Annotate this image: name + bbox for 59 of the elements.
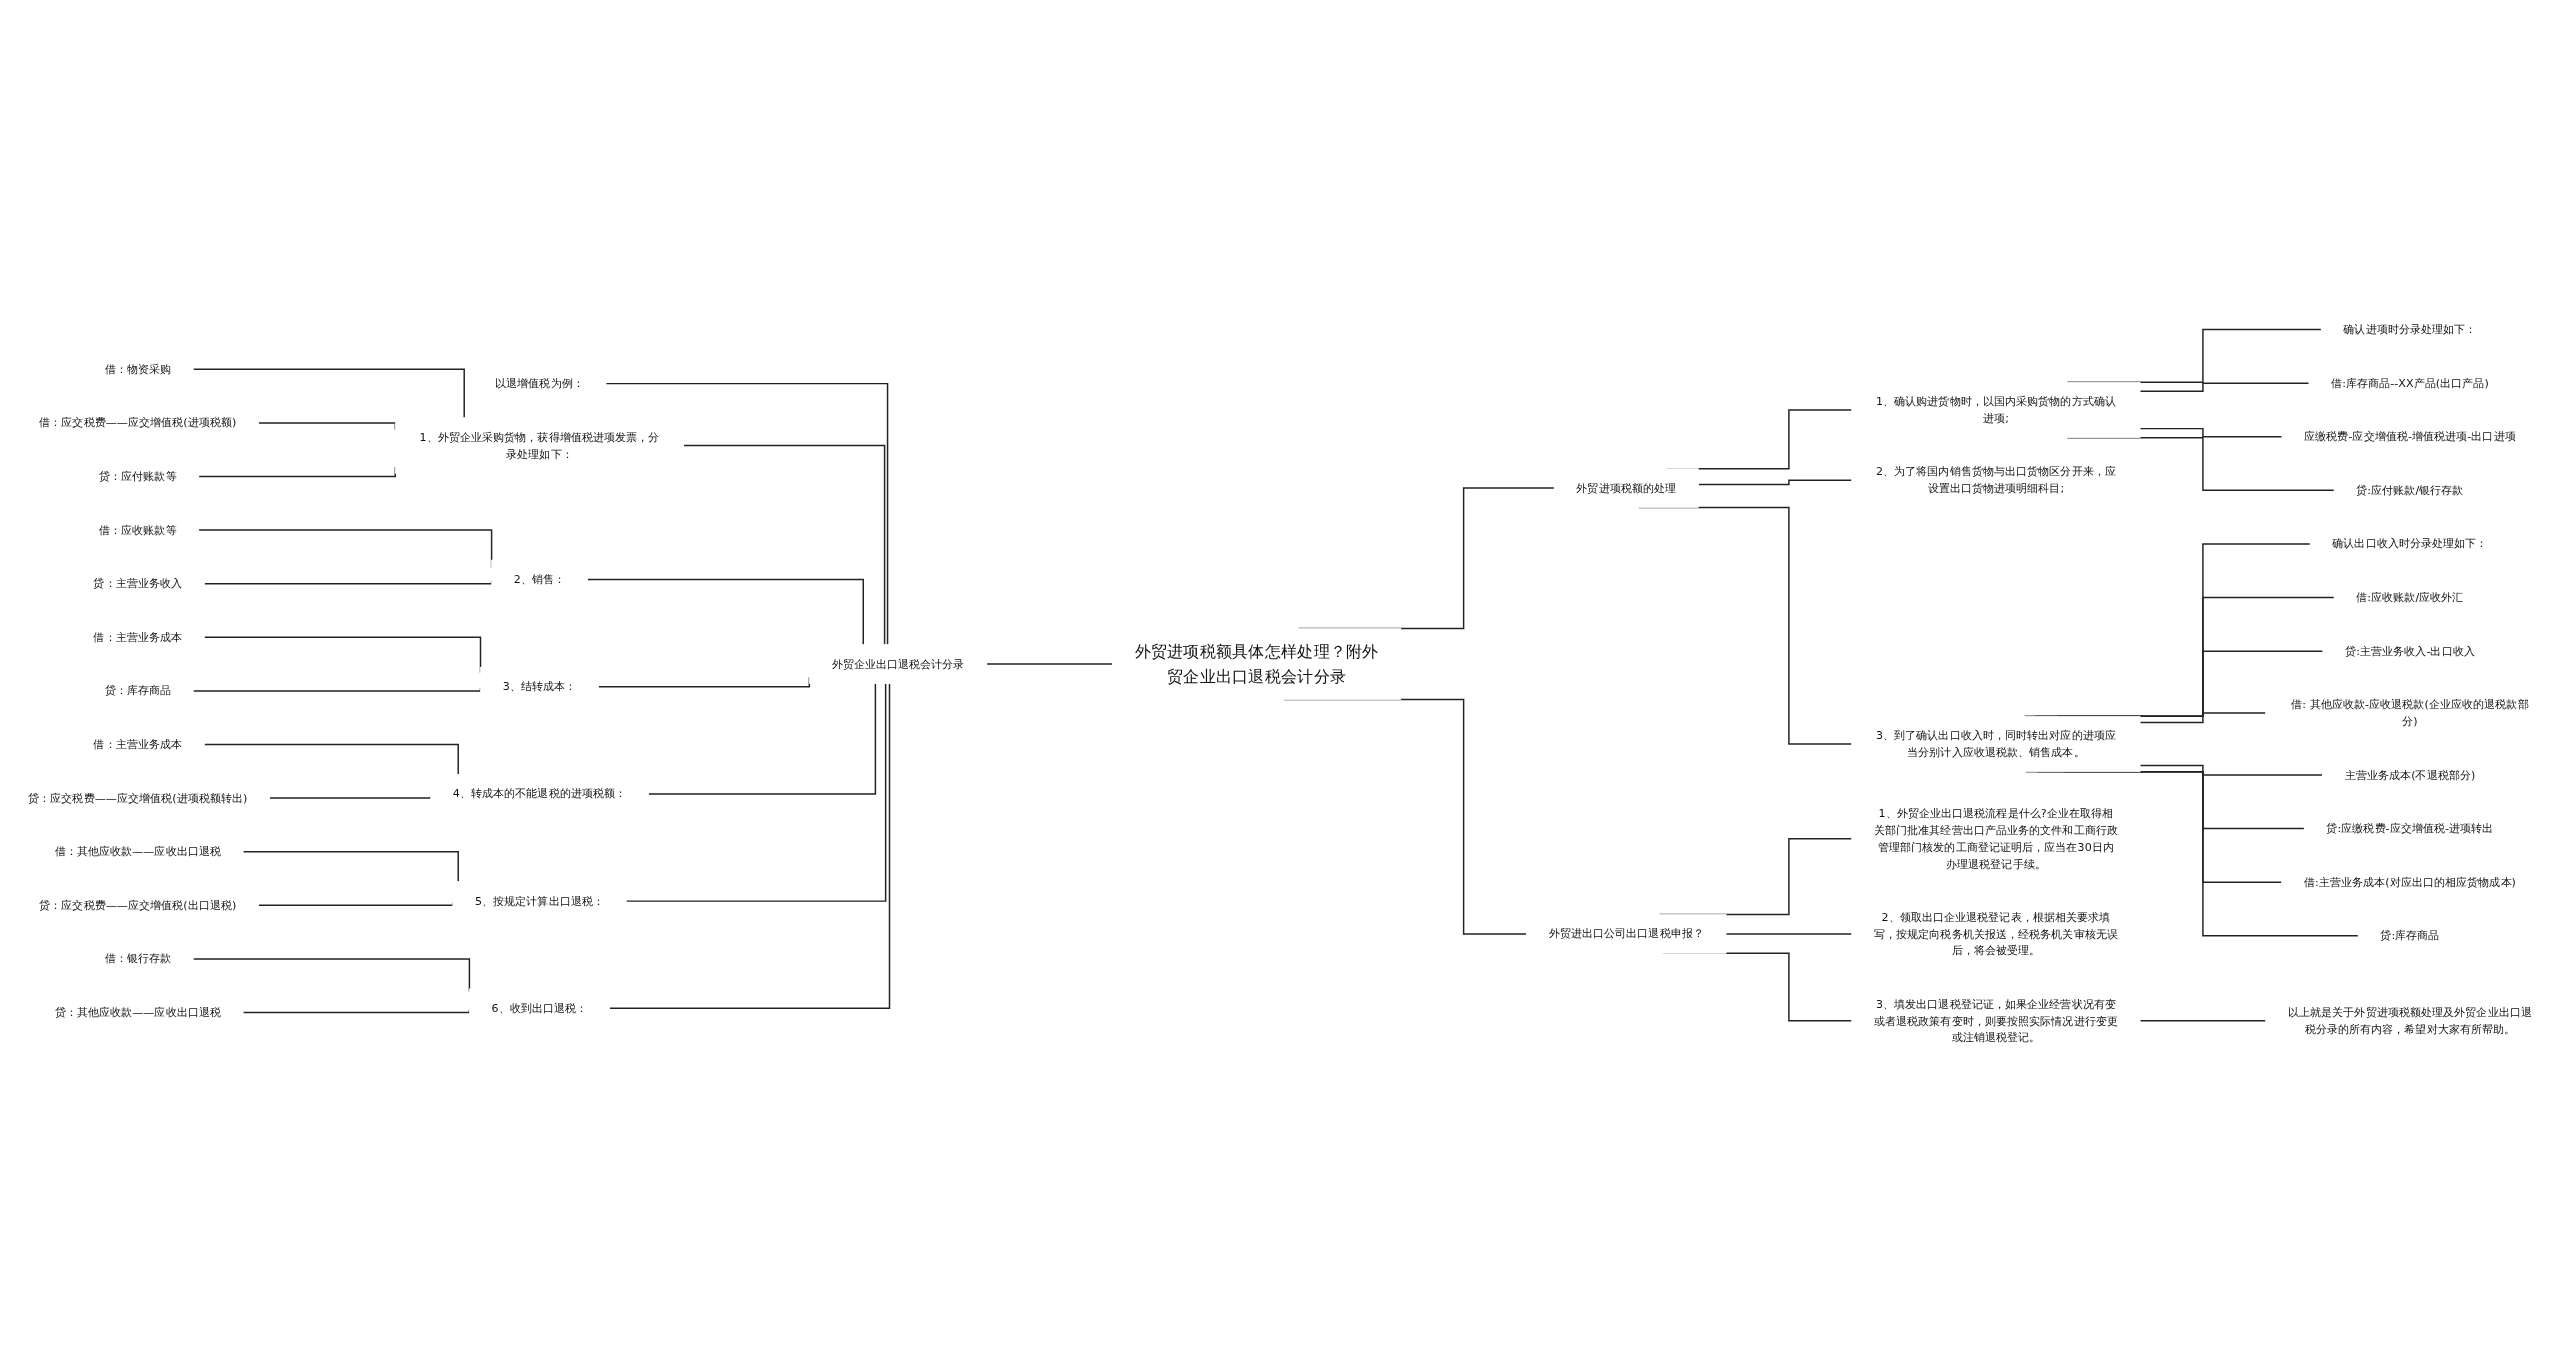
connector [192,368,465,419]
connector [203,743,459,776]
node-text: 借：银行存款 [104,952,172,966]
node-text: 借:主营业务成本(对应出口的相应货物成本) [2303,875,2516,889]
node-text: 贷：应付账款等 [98,469,177,483]
connector [268,795,432,799]
node-text: 贷：其他应收款——应收出口退税 [54,1005,221,1019]
node-text: 4、转成本的不能退税的进项税额： [452,787,627,801]
connector [1725,933,1853,935]
connector [986,663,1114,665]
node-text: 借：主营业务成本 [93,630,183,644]
node-text: 借:库存商品--XX产品(出口产品) [2331,376,2489,390]
node-text: 1、外贸企业采购货物，获得增值税进项发票，分录处理如下： [419,430,660,461]
node-text: 借：应收账款等 [98,523,177,537]
connector [2139,712,2267,724]
connector [682,444,886,646]
node-text: 确认进项时分录处理如下： [2343,322,2477,337]
node-text: 2、领取出口企业退税登记表，根据相关要求填写，按规定向税务机关报送，经税务机关审核无误后，将会被受理。 [1873,910,2118,958]
node-text: 以退增值税为例： [495,376,584,391]
connector [257,902,454,907]
node-text: 外贸企业出口退税会计分录 [831,657,965,671]
connector [625,682,887,902]
node-text: 借：主营业务成本 [93,737,183,751]
node-text: 借：物资采购 [104,362,172,376]
node-text: 2、为了将国内销售货物与出口货物区分开来，应设置出口货物进项明细科目; [1875,465,2116,495]
connector [2139,427,2283,438]
node-text: 贷:主营业务收入-出口收入 [2345,644,2475,658]
node-text: 贷：库存商品 [104,684,172,698]
node-text: 贷:应付账款/银行存款 [2356,483,2464,497]
node-text: 3、填发出口退税登记证，如果企业经营状况有变或者退税政策有变时，则要按照实际情况进行变更或注销退税登记。 [1873,997,2118,1044]
node-text: 贷:库存商品 [2380,928,2440,943]
connector [608,682,891,1010]
connector [242,850,459,883]
node-text: 贷:应缴税费-应交增值税-进项转出 [2326,821,2494,836]
connector [2139,764,2324,776]
connector [647,682,877,795]
connector [605,382,889,646]
connector [1697,479,1853,486]
connector [2139,382,2310,393]
node-text: 贷：应交税费——应交增值税(进项税额转出) [28,791,248,805]
node-text: 3、结转成本： [502,679,577,694]
connector [2139,1020,2267,1022]
node-text: 确认出口收入时分录处理如下： [2332,537,2488,551]
node-text: 6、收到出口退税： [491,1001,588,1015]
connector [192,687,482,692]
node-text: 贷：主营业务收入 [93,576,183,591]
connector [586,578,864,646]
node-text: 应缴税费-应交增值税-增值税进项-出口进项 [2304,429,2516,444]
node-text: 2、销售： [513,572,566,586]
node-text: 贷：应交税费——应交增值税(出口退税) [39,898,237,912]
node-text: 借：应交税费——应交增值税(进项税额) [39,416,237,430]
connector [242,1009,471,1014]
node-text: 借: 其他应收款-应收退税款(企业应收的退税款部分) [2291,697,2529,728]
node-text: 5、按规定计算出口退税： [474,894,605,908]
node-text: 借:应收账款/应收外汇 [2356,590,2464,605]
node-text: 借：其他应收款——应收出口退税 [54,844,221,859]
node-text: 1、外贸企业出口退税流程是什么?企业在取得相关部门批准其经营出口产品业务的文件和工商行政管理部门核发的工商登记证明后，应当在30日内办理退税登记手续。 [1873,806,2118,871]
node-text: 主营业务成本(不退税部分) [2344,768,2476,782]
node-text: 以上就是关于外贸进项税额处理及外贸企业出口退税分录的所有内容，希望对大家有所帮助。 [2287,1005,2532,1036]
